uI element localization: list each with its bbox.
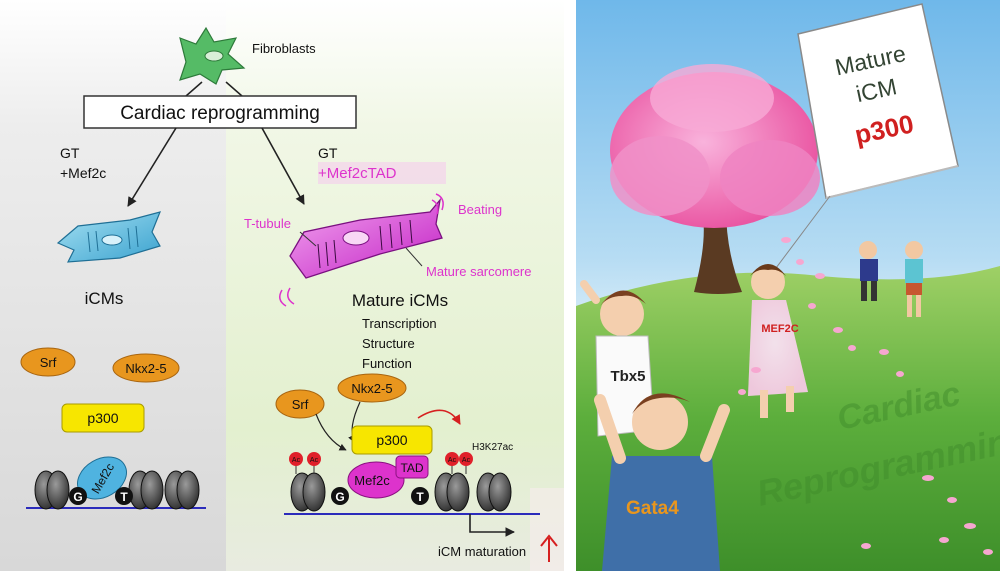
mef2ctad-highlight	[318, 162, 446, 184]
left-t-circle	[115, 487, 133, 505]
left-nkx-label: Nkx2-5	[125, 361, 166, 376]
illustration-panel: Mature iCM p300 MEF2C	[576, 0, 1000, 571]
srf-to-mef2c-arrow	[315, 413, 347, 451]
icm-cell	[56, 211, 162, 263]
right-p300-box	[351, 425, 433, 455]
left-branch-arrow	[127, 127, 177, 207]
panel-divider	[564, 0, 576, 571]
left-factors-line2: +Mef2c	[60, 165, 106, 181]
left-g-letter: G	[73, 490, 82, 504]
ac-mark-1	[289, 452, 303, 466]
fibroblast-stem-left	[185, 81, 203, 97]
left-nucleosome-1	[34, 470, 70, 510]
beating-wave-right-1	[435, 193, 444, 211]
sarcomere-pointer	[405, 247, 423, 267]
right-nucleosome-1	[290, 472, 326, 512]
right-mef2c-node	[347, 461, 405, 499]
right-nucleosome-2	[434, 472, 470, 512]
right-nkx-node	[337, 373, 407, 403]
ac-label-3: Ac	[448, 457, 457, 464]
fibroblast-label: Fibroblasts	[252, 41, 316, 56]
girl-character	[748, 264, 808, 418]
ac-mark-2	[307, 452, 321, 466]
kite: Mature iCM p300	[797, 3, 959, 199]
tbx5-shirt-text: Tbx5	[610, 368, 645, 385]
right-srf-node	[275, 389, 325, 419]
tad-label: TAD	[400, 461, 423, 475]
maturation-glow	[530, 488, 564, 571]
maturation-label: iCM maturation	[438, 544, 526, 559]
right-nucleosome-3	[476, 472, 512, 512]
left-p300-box	[61, 403, 145, 433]
tad-box	[395, 455, 429, 479]
reprogramming-box	[83, 95, 357, 129]
right-nkx-label: Nkx2-5	[351, 381, 392, 396]
left-srf-node	[20, 347, 76, 377]
left-nucleosome-2	[128, 470, 164, 510]
beating-label: Beating	[458, 202, 502, 217]
right-g-letter: G	[335, 490, 344, 504]
property-transcription: Transcription	[362, 316, 437, 331]
reprogramming-label: Cardiac reprogramming	[120, 103, 320, 124]
property-function: Function	[362, 356, 412, 371]
property-structure: Structure	[362, 336, 415, 351]
sarcomere-label: Mature sarcomere	[426, 264, 531, 279]
fibroblast-stem-right	[225, 81, 243, 97]
mature-icm-label: Mature iCMs	[352, 291, 448, 310]
running-child-teal	[905, 241, 923, 317]
transcription-arrow	[469, 514, 515, 537]
beating-wave-right-2	[431, 199, 439, 215]
right-p300-label: p300	[376, 432, 407, 448]
beating-wave-left-1	[279, 289, 287, 307]
right-factors-line2: +Mef2cTAD	[318, 165, 397, 182]
left-srf-label: Srf	[40, 355, 57, 370]
left-factors-line1: GT	[60, 145, 80, 161]
right-mef2c-label: Mef2c	[354, 473, 390, 488]
right-branch-arrow	[261, 127, 305, 205]
right-t-letter: T	[416, 490, 424, 504]
right-t-circle	[411, 487, 429, 505]
ac-mark-3	[445, 452, 459, 466]
ac-label-1: Ac	[292, 457, 301, 464]
falling-petals	[738, 237, 993, 555]
running-child-blue	[859, 241, 878, 301]
right-srf-label: Srf	[292, 397, 309, 412]
up-arrow-icon	[540, 534, 558, 547]
left-g-circle	[69, 487, 87, 505]
tree-trunk	[694, 208, 742, 294]
boy-gata4-character	[594, 393, 730, 571]
ac-label-4: Ac	[462, 457, 471, 464]
icm-label: iCMs	[85, 289, 124, 308]
left-t-letter: T	[120, 490, 128, 504]
left-nkx-node	[112, 353, 180, 383]
ac-mark-4	[459, 452, 473, 466]
gata4-shirt-text: Gata4	[626, 498, 679, 519]
left-p300-label: p300	[87, 410, 118, 426]
right-factors-line1: GT	[318, 145, 338, 161]
acetylation-arrow	[417, 409, 461, 425]
tree-blossom	[610, 64, 820, 228]
left-nucleosome-3	[164, 470, 200, 510]
beating-wave-left-2	[287, 287, 295, 305]
h3k27ac-label: H3K27ac	[472, 442, 513, 453]
girl-dress-text: MEF2C	[761, 323, 798, 335]
fibroblast-cell	[179, 26, 246, 85]
ttubule-pointer	[299, 231, 317, 247]
right-g-circle	[331, 487, 349, 505]
ttubule-label: T-tubule	[244, 216, 291, 231]
ac-label-2: Ac	[310, 457, 319, 464]
